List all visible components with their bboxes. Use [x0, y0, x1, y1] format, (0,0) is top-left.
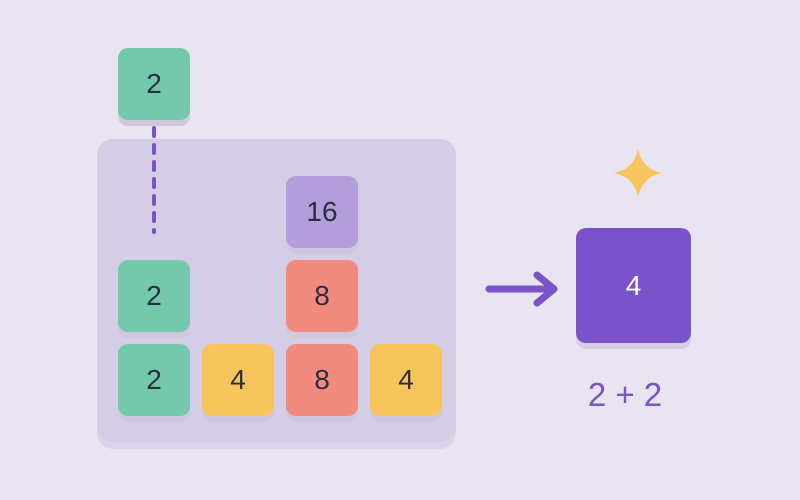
board-tile: 8 — [286, 260, 358, 332]
board-tile: 8 — [286, 344, 358, 416]
merge-equation: 2 + 2 — [587, 376, 663, 413]
arrow-right-icon — [485, 271, 558, 307]
board-tile: 16 — [286, 176, 358, 248]
falling-tile[interactable]: 2 — [118, 48, 190, 120]
board-tile: 2 — [118, 344, 190, 416]
board-tile: 4 — [202, 344, 274, 416]
sparkle-icon — [614, 149, 662, 197]
merge-result-tile: 4 — [576, 228, 691, 343]
board-tile: 2 — [118, 260, 190, 332]
board-tile: 4 — [370, 344, 442, 416]
game-board: 16 2 8 2 4 8 4 — [97, 139, 456, 442]
